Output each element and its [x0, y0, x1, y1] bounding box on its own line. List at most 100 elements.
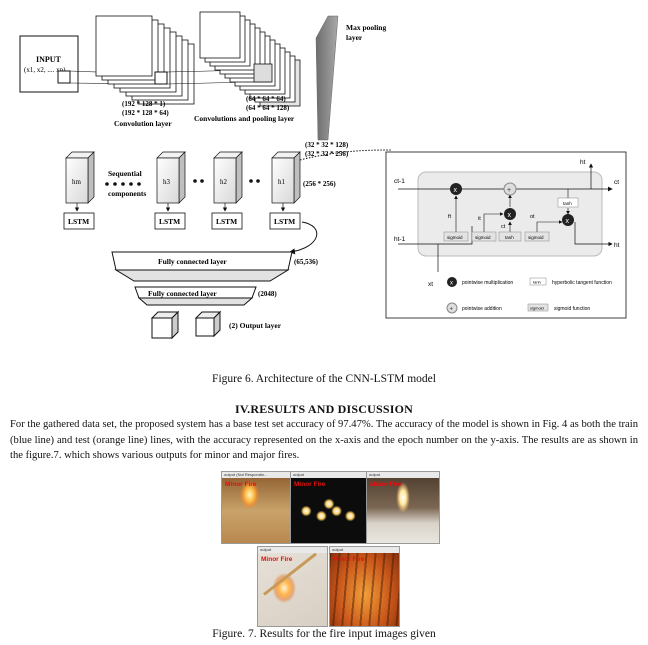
lstm-box: [211, 212, 243, 230]
cnn-lstm-architecture-diagram: INPUT (x1, x2, .... xn) (192 * 128 * 1) …: [19, 11, 627, 340]
lstm-cell-detail: x x x + sigmoid sigmoid tanh sigmoid tan…: [385, 151, 627, 319]
h-top-label: ht: [580, 159, 586, 166]
convolution-layer-stack: [95, 15, 195, 105]
fc2-label: Fully connected layer: [148, 289, 217, 298]
lstm-box: [269, 212, 301, 230]
fc2-depth: [137, 297, 254, 306]
seq-dim: (256 * 256): [303, 180, 336, 188]
input-multiply-node: [504, 208, 516, 220]
output-image-match-4: output Minor Fire: [257, 546, 328, 627]
conv-label: Convolution layer: [114, 119, 172, 128]
fire-label-1: Minor Fire: [225, 481, 257, 488]
hidden-label: h3: [163, 178, 171, 186]
output-image-candle-1: output (Not Respondin... Minor Fire: [221, 471, 292, 544]
lstm-box-label: LSTM: [68, 217, 89, 226]
legend-tanh-icon: [529, 277, 547, 286]
legend-tanh-text: hyperbolic tangent function: [552, 280, 612, 286]
svg-text:+: +: [507, 187, 511, 194]
c-next-label: ct: [614, 179, 619, 186]
lstm-box-label: LSTM: [159, 217, 180, 226]
legend-sigmoid-text: sigmoid function: [554, 306, 590, 312]
legend-mult-text: pointwise multiplication: [462, 280, 513, 286]
c-tilde-label: ct: [501, 224, 506, 230]
output-sigmoid-box: [524, 231, 550, 242]
seq-label-1: Sequential: [108, 169, 142, 178]
cell-add-node: [503, 182, 517, 196]
conv-feature-map: [95, 15, 153, 77]
candidate-tanh-box: [498, 231, 522, 242]
c-prev-label: ct-1: [394, 178, 405, 185]
seq-label-2: components: [108, 189, 146, 198]
pool-patch: [253, 63, 273, 83]
legend-mult-icon: [447, 277, 457, 287]
legend-sigmoid-box-text: sigmoid: [530, 306, 544, 311]
legend-add-text: pointwise addition: [462, 306, 502, 312]
fire-label-3: Minor Fire: [370, 481, 402, 488]
window-title-4: output: [258, 547, 327, 553]
output-image-forest-5: output Minor Fire: [329, 546, 400, 627]
input-vars: (x1, x2, .... xn): [24, 66, 66, 74]
window-title-2: output: [291, 472, 367, 478]
lstm-box: [63, 212, 95, 230]
figure-7-caption: Figure. 7. Results for the fire input im…: [212, 628, 436, 640]
seq-dots: [105, 179, 260, 186]
h-next-label: ht: [614, 242, 620, 249]
pool-feature-map: [199, 11, 241, 59]
maxpool-label-1: Max pooling: [346, 23, 386, 32]
maxpool-dim-1: (32 * 32 * 128): [305, 141, 349, 149]
input-patch: [57, 70, 71, 84]
i-gate-label: it: [478, 216, 481, 222]
conv-dim-2: (192 * 128 * 64): [122, 109, 169, 117]
fc2-dim: (2048): [258, 290, 277, 298]
output-cube-2: [194, 310, 222, 338]
forget-sigmoid-box: [443, 231, 469, 242]
forget-multiply-node: [450, 183, 462, 195]
conv-pooling-stack: [199, 11, 301, 107]
pool-label: Convolutions and pooling layer: [194, 114, 295, 123]
svg-text:x: x: [508, 212, 512, 219]
svg-text:x: x: [450, 281, 453, 287]
x-in-label: xt: [428, 281, 433, 288]
svg-text:x: x: [454, 187, 458, 194]
fire-label-4: Minor Fire: [261, 556, 293, 563]
fc1-dim: (65,536): [294, 258, 319, 266]
f-gate-label: ft: [448, 214, 452, 220]
section-paragraph: For the gathered data set, the proposed …: [10, 419, 638, 461]
input-sigmoid-box: [471, 231, 497, 242]
max-pooling-layer: [315, 15, 339, 141]
pool-dim-1: (64 * 64 * 64): [246, 95, 286, 103]
fc1-label: Fully connected layer: [158, 257, 227, 266]
window-title-1: output (Not Respondin...: [222, 472, 291, 478]
output-label: (2) Output layer: [229, 321, 282, 330]
legend-sigmoid-icon: [527, 303, 549, 312]
svg-text:x: x: [566, 218, 570, 225]
legend-add-icon: [446, 302, 458, 314]
candidate-tanh-text: tanh: [505, 235, 514, 240]
cell-tanh-text: tanh: [563, 201, 572, 206]
maxpool-label-2: layer: [346, 33, 363, 42]
conv-dim-1: (192 * 128 * 1): [122, 100, 166, 108]
fire-label-5: Minor Fire: [333, 556, 365, 563]
conv-patch: [154, 71, 168, 85]
section-heading: IV.RESULTS AND DISCUSSION: [234, 402, 414, 416]
lstm-to-fc-connector: [289, 221, 318, 255]
hidden-label: h1: [278, 178, 286, 186]
svg-text:+: +: [450, 307, 454, 313]
lstm-box: [154, 212, 186, 230]
input-box: [19, 35, 79, 93]
hidden-label: h2: [220, 178, 228, 186]
h-prev-label: ht-1: [394, 236, 406, 243]
input-sigmoid-text: sigmoid: [475, 235, 491, 240]
o-gate-label: ot: [530, 214, 535, 220]
output-multiply-node: [562, 214, 574, 226]
window-title-5: output: [330, 547, 399, 553]
pool-dim-2: (64 * 64 * 128): [246, 104, 290, 112]
output-cube-1: [150, 310, 180, 340]
forget-sigmoid-text: sigmoid: [447, 235, 463, 240]
lstm-box-label: LSTM: [216, 217, 237, 226]
